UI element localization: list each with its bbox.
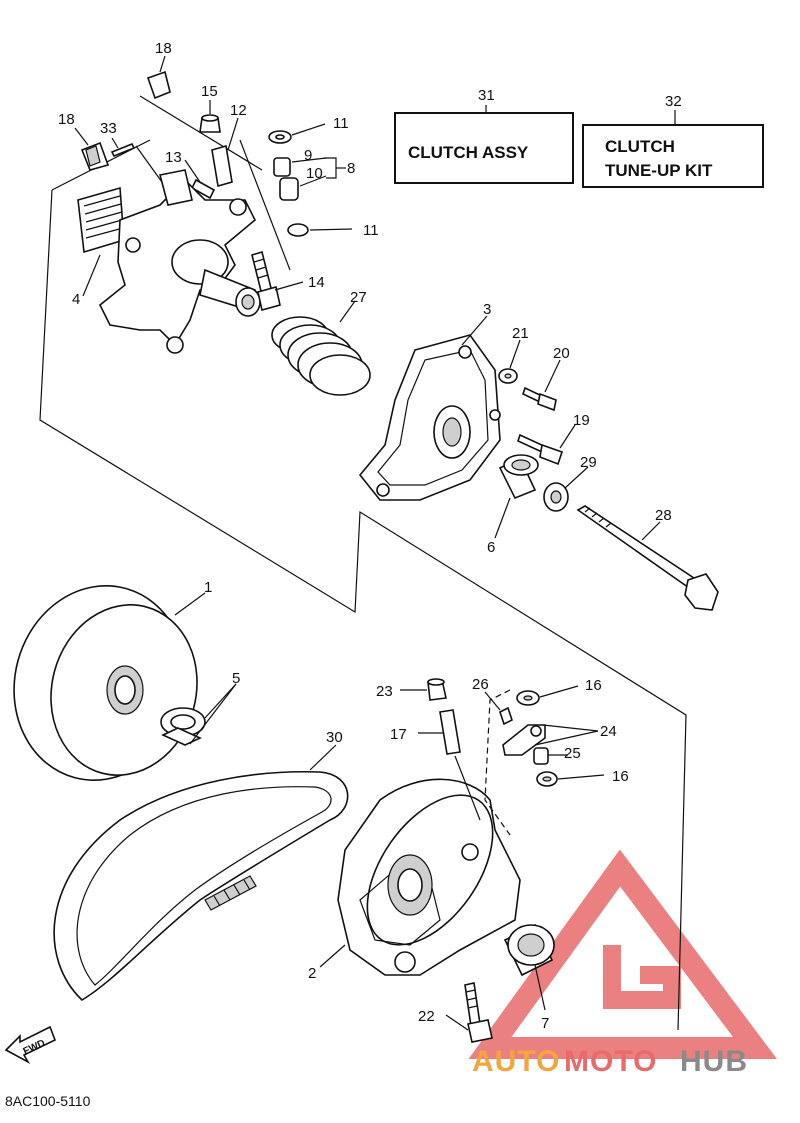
label-17: 17 — [390, 726, 407, 743]
label-14: 14 — [308, 274, 325, 291]
label-26: 26 — [472, 676, 489, 693]
label-13: 13 — [165, 149, 182, 166]
bracket-8 — [324, 157, 346, 179]
label-18-top: 18 — [155, 40, 172, 57]
part-13-roller — [190, 178, 216, 200]
watermark-hub: HUB — [680, 1045, 748, 1078]
clutch-assy-label: CLUTCH ASSY — [408, 143, 529, 162]
label-23: 23 — [376, 683, 393, 700]
label-4: 4 — [72, 291, 80, 308]
label-10: 10 — [306, 165, 323, 182]
label-9: 9 — [304, 147, 312, 164]
label-15: 15 — [201, 83, 218, 100]
part-number-labels: 18 18 33 15 12 13 11 9 10 8 11 14 4 27 3… — [58, 40, 672, 1032]
part-22-bolt — [464, 982, 493, 1043]
clutch-assy-box: CLUTCH ASSY 31 — [394, 87, 574, 184]
part-28-bolt — [576, 505, 719, 611]
part-1-sheave — [13, 585, 198, 781]
label-25: 25 — [564, 745, 581, 762]
label-5: 5 — [232, 670, 240, 687]
part-23-nut — [427, 678, 447, 701]
part-15-nut — [199, 114, 221, 133]
label-33: 33 — [100, 120, 117, 137]
tune-up-kit-number: 32 — [665, 93, 682, 110]
label-3: 3 — [483, 301, 491, 318]
diagram-code: 8AC100-5110 — [5, 1093, 91, 1109]
part-20-bolt — [522, 386, 557, 412]
part-26-pin — [499, 706, 513, 726]
label-11-top: 11 — [333, 115, 349, 132]
belt-cogs — [204, 875, 257, 911]
part-16-washer-bottom — [536, 771, 558, 787]
label-30: 30 — [326, 729, 343, 746]
clutch-assy-number: 31 — [478, 87, 495, 104]
part-5-bushing — [160, 707, 206, 746]
part-19-bolt — [517, 433, 564, 466]
part-16-washer-top — [516, 690, 540, 706]
part-2-sheave — [337, 778, 521, 976]
label-27: 27 — [350, 289, 367, 306]
part-7-bushing — [503, 923, 555, 977]
part-9-roller — [273, 157, 291, 177]
tune-up-kit-box: CLUTCH TUNE-UP KIT 32 — [582, 93, 764, 188]
part-24-arm — [502, 724, 546, 756]
part-14-bolt — [251, 250, 281, 311]
part-30-belt — [53, 770, 349, 1002]
label-2: 2 — [308, 965, 316, 982]
label-11-bottom: 11 — [363, 222, 379, 239]
part-21-washer — [498, 368, 518, 384]
fwd-arrow: FWD — [4, 1025, 57, 1065]
part-17-pin — [439, 709, 481, 821]
part-12-pin — [211, 144, 233, 188]
part-11-washer-bottom — [287, 223, 309, 237]
watermark-text: AUTO MOTO HUB — [472, 1045, 748, 1078]
label-22: 22 — [418, 1008, 435, 1025]
part-29-washer — [543, 482, 569, 512]
part-27-spring — [271, 316, 371, 396]
part-18-weight-top — [139, 70, 263, 171]
part-4-spider — [77, 169, 261, 354]
label-20: 20 — [553, 345, 570, 362]
label-6: 6 — [487, 539, 495, 556]
label-16-bottom: 16 — [612, 768, 629, 785]
label-28: 28 — [655, 507, 672, 524]
label-29: 29 — [580, 454, 597, 471]
part-3-cover — [358, 334, 501, 501]
label-8: 8 — [347, 160, 355, 177]
leader-lines — [74, 55, 661, 1031]
part-25-roller — [533, 747, 549, 765]
watermark-logo — [468, 849, 777, 1059]
label-1: 1 — [204, 579, 212, 596]
tune-up-kit-line1: CLUTCH — [605, 137, 675, 156]
part-18-weight-left — [80, 141, 110, 171]
label-21: 21 — [512, 325, 529, 342]
label-19: 19 — [573, 412, 590, 429]
part-6-bushing — [498, 454, 539, 500]
tune-up-kit-line2: TUNE-UP KIT — [605, 161, 713, 180]
watermark-moto: MOTO — [564, 1045, 657, 1078]
label-7: 7 — [541, 1015, 549, 1032]
label-12: 12 — [230, 102, 247, 119]
part-11-washer-top — [268, 130, 292, 144]
dashed-guide-16 — [484, 689, 511, 836]
part-10-bushing — [279, 177, 299, 201]
label-24: 24 — [600, 723, 617, 740]
label-16-top: 16 — [585, 677, 602, 694]
label-18-left: 18 — [58, 111, 75, 128]
watermark-auto: AUTO — [472, 1045, 560, 1078]
